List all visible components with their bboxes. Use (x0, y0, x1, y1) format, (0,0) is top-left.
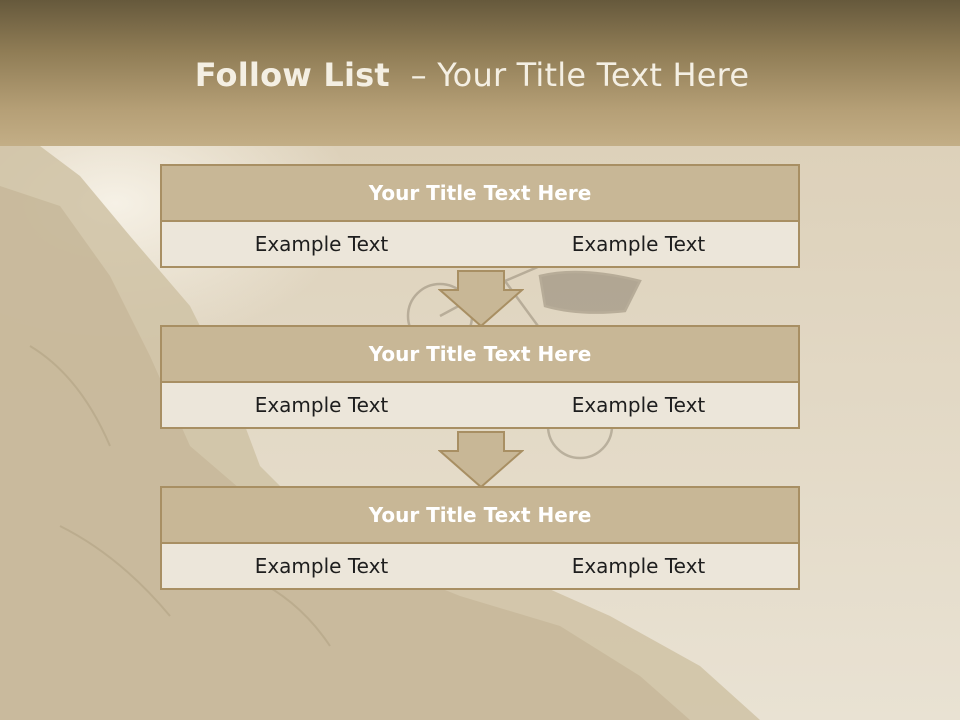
block-title: Your Title Text Here (162, 488, 798, 544)
down-arrow-icon (438, 431, 524, 489)
header-band (0, 0, 960, 146)
title-prefix: Follow List (194, 56, 390, 94)
list-block-3: Your Title Text Here Example Text Exampl… (160, 486, 800, 590)
block-cell-right: Example Text (479, 222, 798, 266)
title-separator: – (410, 56, 427, 94)
block-title: Your Title Text Here (162, 166, 798, 222)
block-cell-right: Example Text (479, 544, 798, 588)
slide-title: Follow List – Your Title Text Here (0, 56, 944, 94)
block-cell-left: Example Text (162, 222, 483, 266)
list-block-1: Your Title Text Here Example Text Exampl… (160, 164, 800, 268)
block-cell-right: Example Text (479, 383, 798, 427)
block-cell-left: Example Text (162, 383, 483, 427)
block-cell-left: Example Text (162, 544, 483, 588)
block-title: Your Title Text Here (162, 327, 798, 383)
title-suffix: Your Title Text Here (437, 56, 750, 94)
list-block-2: Your Title Text Here Example Text Exampl… (160, 325, 800, 429)
down-arrow-icon (438, 270, 524, 328)
